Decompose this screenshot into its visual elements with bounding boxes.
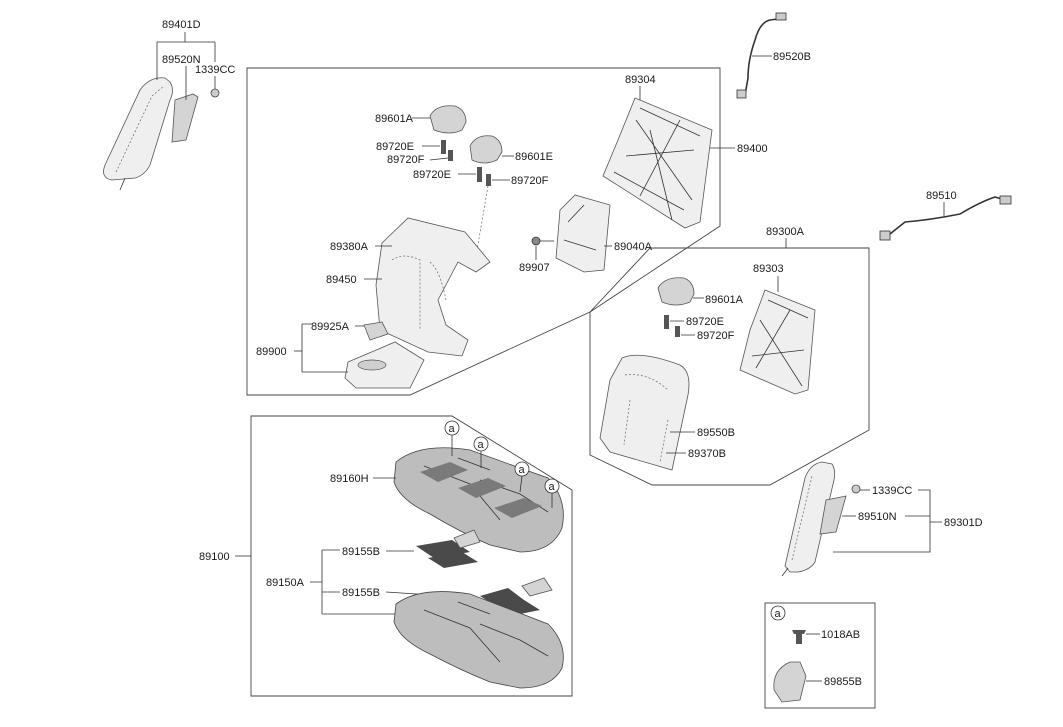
clip-1339cc-top: [210, 88, 220, 98]
label-89601E: 89601E: [515, 151, 553, 163]
label-89155B-1: 89155B: [342, 546, 380, 558]
label-89720F-top: 89720F: [387, 154, 425, 166]
ref-marker-a-1-label: a: [449, 423, 456, 435]
ref-marker-a-2-label: a: [478, 439, 485, 451]
ref-marker-a-3: a: [514, 461, 530, 493]
label-89510N: 89510N: [858, 511, 897, 523]
ref-a-detail-box: [764, 602, 876, 709]
label-89301D: 89301D: [944, 517, 983, 529]
label-89155B-2: 89155B: [342, 587, 380, 599]
label-89520B: 89520B: [773, 51, 811, 63]
left-bolster-bracket: [171, 93, 199, 143]
label-89040A: 89040A: [614, 241, 653, 253]
heater-connector-2: [521, 577, 553, 597]
detail-ref-marker-a-label: a: [775, 608, 782, 620]
label-89601A-right: 89601A: [705, 294, 744, 306]
heater-pad-89155b-2: [480, 588, 540, 616]
label-89720E-mid: 89720E: [413, 169, 451, 181]
ref-marker-a-3-label: a: [519, 464, 526, 476]
label-89601A-top: 89601A: [375, 113, 414, 125]
label-89380A: 89380A: [330, 241, 369, 253]
ref-marker-a-4: a: [544, 478, 560, 508]
cup-holder-89925a: [363, 321, 389, 341]
label-89370B: 89370B: [688, 448, 726, 460]
seatback-right-group-box: [589, 247, 870, 486]
bracket-89040a: [555, 194, 611, 273]
hook-89855b: [773, 661, 807, 703]
clip-1018ab: [796, 630, 802, 644]
bolt-89907: [531, 236, 541, 246]
label-89160H: 89160H: [330, 473, 369, 485]
seatback-frame-89303: [739, 289, 816, 395]
headrest-89601a-right: [657, 277, 695, 306]
ref-marker-a-4-label: a: [549, 481, 556, 493]
cushion-pad-89150a: [393, 591, 564, 689]
label-89150A: 89150A: [266, 577, 305, 589]
ref-marker-a-1: a: [444, 420, 460, 456]
label-89720E-top: 89720E: [376, 141, 414, 153]
label-89720F-right: 89720F: [697, 330, 735, 342]
clip-1339cc-right: [851, 484, 861, 494]
label-89900: 89900: [256, 346, 287, 358]
headrest-89601a-top: [429, 105, 467, 134]
label-89925A: 89925A: [311, 321, 350, 333]
ref-marker-a-2: a: [473, 436, 489, 468]
label-89304: 89304: [625, 74, 656, 86]
label-89907: 89907: [519, 262, 550, 274]
label-89100: 89100: [199, 551, 230, 563]
label-89720E-right: 89720E: [686, 316, 724, 328]
cushion-group-box: [250, 415, 573, 697]
label-1339CC-right: 1339CC: [872, 485, 912, 497]
label-89303: 89303: [753, 263, 784, 275]
left-side-bolster: [103, 77, 173, 181]
label-89401D: 89401D: [162, 19, 201, 31]
seatback-cover-89370b: [599, 354, 690, 471]
wiring-harness-89520b: [744, 17, 786, 96]
label-1339CC-top: 1339CC: [195, 64, 235, 76]
label-89855B: 89855B: [824, 676, 862, 688]
label-89300A: 89300A: [766, 226, 805, 238]
label-89720F-mid: 89720F: [511, 175, 549, 187]
label-89450: 89450: [326, 274, 357, 286]
label-89550B: 89550B: [697, 427, 735, 439]
cushion-cover-89160h: [393, 447, 564, 553]
right-side-bolster: [784, 461, 836, 573]
label-1018AB: 1018AB: [821, 629, 860, 641]
seatback-cover-89380a: [375, 217, 491, 357]
headrest-89601e: [469, 135, 503, 164]
heater-connector-1: [453, 529, 481, 549]
right-bolster-bracket: [819, 495, 847, 535]
label-89520N: 89520N: [162, 54, 201, 66]
detail-ref-marker-a: [770, 605, 786, 621]
wiring-harness-89510: [889, 196, 1006, 235]
label-89400: 89400: [737, 143, 768, 155]
label-89510: 89510: [926, 190, 957, 202]
